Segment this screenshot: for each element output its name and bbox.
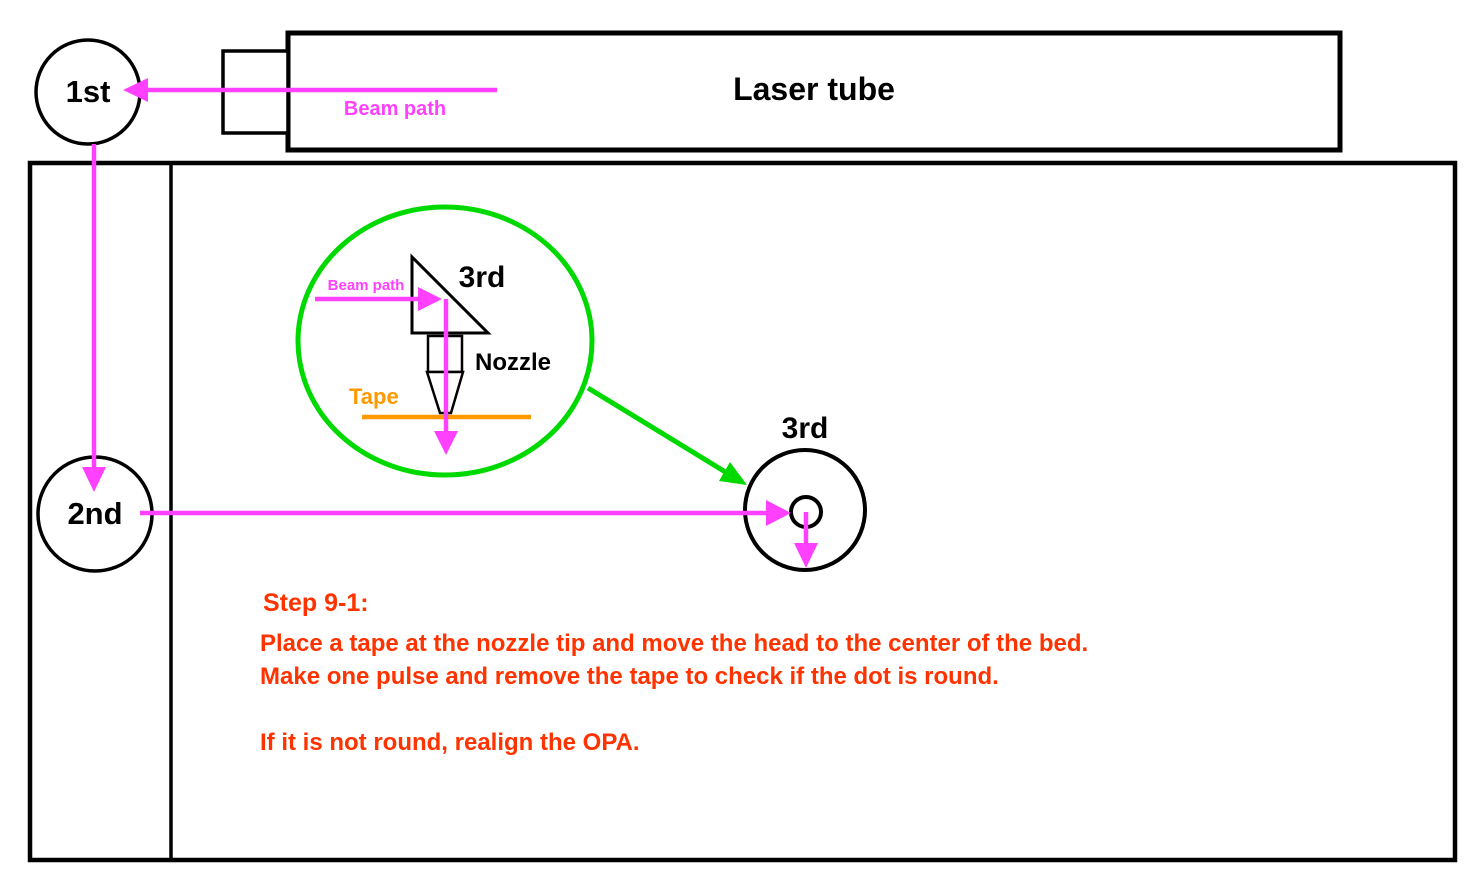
- beam-arrowhead-zoom-down: [434, 431, 458, 455]
- mirror3-prism-triangle: [410, 253, 492, 335]
- beam-arrowhead-zoom-right: [418, 287, 442, 311]
- mirror3-head-label: 3rd: [781, 412, 829, 445]
- beam-arrowhead-into-mirror3: [766, 500, 791, 526]
- zoom-callout-arrow-line: [586, 385, 729, 476]
- step-title: Step 9-1:: [263, 589, 369, 617]
- beam-arrowhead-mirror3-down: [794, 543, 818, 568]
- zoom-callout-arrowhead: [719, 462, 747, 485]
- instruction-line-3: If it is not round, realign the OPA.: [260, 729, 640, 756]
- mirror1-label: 1st: [65, 74, 111, 109]
- zoom-callout-circle: [295, 204, 595, 478]
- beam-arrowhead-into-mirror2: [82, 467, 106, 492]
- beam-path-zoom-label: Beam path: [327, 277, 405, 294]
- tape-label: Tape: [349, 384, 399, 409]
- beam-path-top-label: Beam path: [343, 98, 447, 120]
- beam-arrowhead-into-mirror1: [123, 78, 148, 102]
- nozzle-label: Nozzle: [475, 349, 552, 376]
- mirror3-zoom-label: 3rd: [458, 261, 506, 294]
- instruction-line-2: Make one pulse and remove the tape to ch…: [260, 663, 999, 690]
- laser-tube-label: Laser tube: [733, 71, 895, 107]
- mirror2-label: 2nd: [67, 496, 123, 531]
- instruction-line-1: Place a tape at the nozzle tip and move …: [260, 630, 1089, 657]
